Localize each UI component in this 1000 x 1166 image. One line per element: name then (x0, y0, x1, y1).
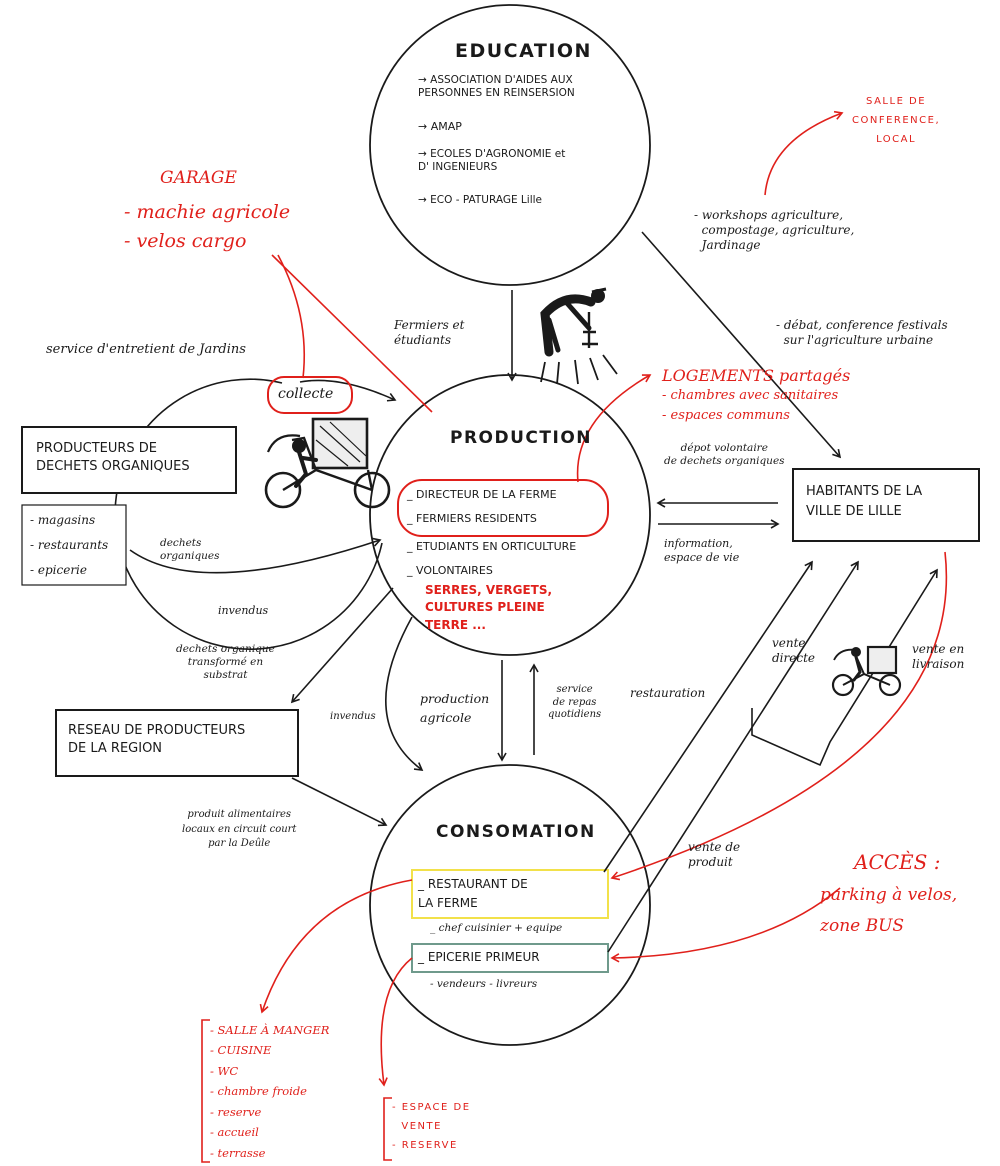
red-arrow-to-logements (576, 374, 652, 483)
habitants-box (792, 468, 980, 542)
label-restauration: restauration (630, 686, 706, 700)
producteurs-list-item: - magasins (30, 513, 96, 527)
red-arrow-acces-to-epicerie (610, 887, 841, 963)
epicerie-staff: - vendeurs - livreurs (430, 978, 538, 990)
label-fermiers-etudiants: Fermiers et étudiants (394, 318, 465, 347)
annotation-epicerie-rooms: - ESPACE DE VENTE - RESERVE (392, 1102, 471, 1151)
annotation-acces-items: parking à velos, zone BUS (820, 885, 958, 936)
restaurant-label: _ RESTAURANT DE LA FERME (418, 877, 528, 910)
collecte-loop-arc (114, 378, 383, 650)
education-item: → ECO - PATURAGE Lille (418, 194, 542, 206)
production-item: _ VOLONTAIRES (407, 564, 493, 577)
education-circle (369, 4, 651, 286)
producteurs-dechets-box (21, 426, 237, 494)
arrow-production-to-consommation-curve (385, 616, 424, 771)
label-production-agricole: production agricole (420, 691, 490, 725)
producteurs-list-item: - restaurants (30, 538, 109, 552)
label-vente-livraison: vente en livraison (912, 642, 965, 671)
consommation-title: CONSOMATION (436, 822, 596, 842)
red-arrow-acces-to-restaurant (610, 551, 948, 881)
arrow-education-to-habitants (641, 231, 842, 459)
label-information: information, espace de vie (664, 537, 740, 564)
arrow-reseau-to-consommation (291, 777, 388, 827)
epicerie-rooms-bracket (383, 1097, 392, 1161)
label-service-repas: service de repas quotidiens (548, 684, 602, 720)
epicerie-label: _ EPICERIE PRIMEUR (418, 950, 540, 964)
label-collecte: collecte (278, 386, 334, 402)
red-arrow-to-salle (764, 110, 844, 196)
red-line-garage-to-collecte (277, 254, 306, 379)
annotation-restaurant-rooms: - SALLE À MANGER - CUISINE - WC - chambr… (210, 1023, 330, 1160)
producteurs-dechets-title: PRODUCTEURS DE DECHETS ORGANIQUES (36, 441, 190, 475)
restaurant-rooms-bracket (201, 1019, 210, 1163)
restaurant-staff: _ chef cuisinier + equipe (430, 922, 563, 934)
label-depot-volontaire: dépot volontaire de dechets organiques (664, 442, 785, 468)
restaurant-box (411, 869, 609, 919)
consommation-circle (369, 764, 651, 1046)
label-workshops: - workshops agriculture, compostage, agr… (694, 208, 855, 252)
label-vente-directe: vente directe (772, 636, 816, 665)
red-arrow-to-restaurant-rooms (259, 879, 413, 1014)
label-debat: - débat, conference festivals sur l'agri… (776, 318, 948, 347)
producteurs-list-item: - epicerie (30, 563, 87, 577)
label-produit-alimentaires: produit alimentaires locaux en circuit c… (182, 809, 297, 849)
reseau-title: RESEAU DE PRODUCTEURS DE LA REGION (68, 723, 246, 757)
farmer-watering-icon (540, 287, 618, 385)
arrow-livraison (751, 568, 938, 767)
epicerie-box (411, 943, 609, 973)
annotation-garage: GARAGE (160, 168, 237, 188)
annotation-acces-title: ACCÈS : (854, 850, 941, 874)
education-item: → AMAP (418, 120, 462, 133)
education-item: → ASSOCIATION D'AIDES AUX PERSONNES EN R… (418, 74, 575, 100)
residents-highlight (397, 479, 609, 537)
production-item: _ FERMIERS RESIDENTS (407, 512, 537, 525)
cargo-bike-icon-small (831, 645, 902, 697)
education-title: EDUCATION (455, 40, 592, 62)
reseau-box (55, 709, 299, 777)
collecte-loop-arrow (299, 379, 397, 402)
label-invendus-mid: invendus (330, 711, 376, 722)
red-arrow-to-epicerie-rooms (378, 957, 413, 1087)
production-title: PRODUCTION (450, 428, 592, 448)
annotation-garage-items: - machie agricole - velos cargo (124, 201, 291, 253)
annotation-salle: SALLE DE CONFERENCE, LOCAL (852, 96, 941, 145)
label-service-entretien: service d'entretient de Jardins (46, 342, 246, 357)
habitants-title: HABITANTS DE LA VILLE DE LILLE (806, 484, 923, 519)
red-line-garage-to-production (271, 254, 433, 413)
arrow-epicerie-to-habitants (607, 560, 859, 953)
label-invendus-top: invendus (218, 604, 269, 617)
collecte-highlight (267, 376, 353, 414)
label-vente-produit: vente de produit (688, 840, 741, 869)
cargo-bike-icon (264, 417, 391, 509)
production-item: _ DIRECTEUR DE LA FERME (407, 488, 557, 501)
arrow-dechets-to-production (129, 537, 382, 574)
education-item: → ECOLES D'AGRONOMIE et D' INGENIEURS (418, 148, 566, 174)
label-dechets-transforme: dechets organique transformé en substrat (176, 643, 275, 682)
arrow-restaurant-to-habitants (603, 560, 813, 873)
annotation-logements-title: LOGEMENTS partagés (662, 366, 851, 385)
annotation-logements-items: - chambres avec sanitaires - espaces com… (662, 388, 839, 423)
label-dechets-organiques: dechets organiques (160, 537, 220, 563)
production-item: _ ETUDIANTS EN ORTICULTURE (407, 540, 577, 553)
arrow-production-to-reseau (290, 587, 394, 704)
production-spaces: SERRES, VERGETS, CULTURES PLEINE TERRE .… (425, 583, 553, 632)
producteurs-list-box (21, 504, 127, 586)
